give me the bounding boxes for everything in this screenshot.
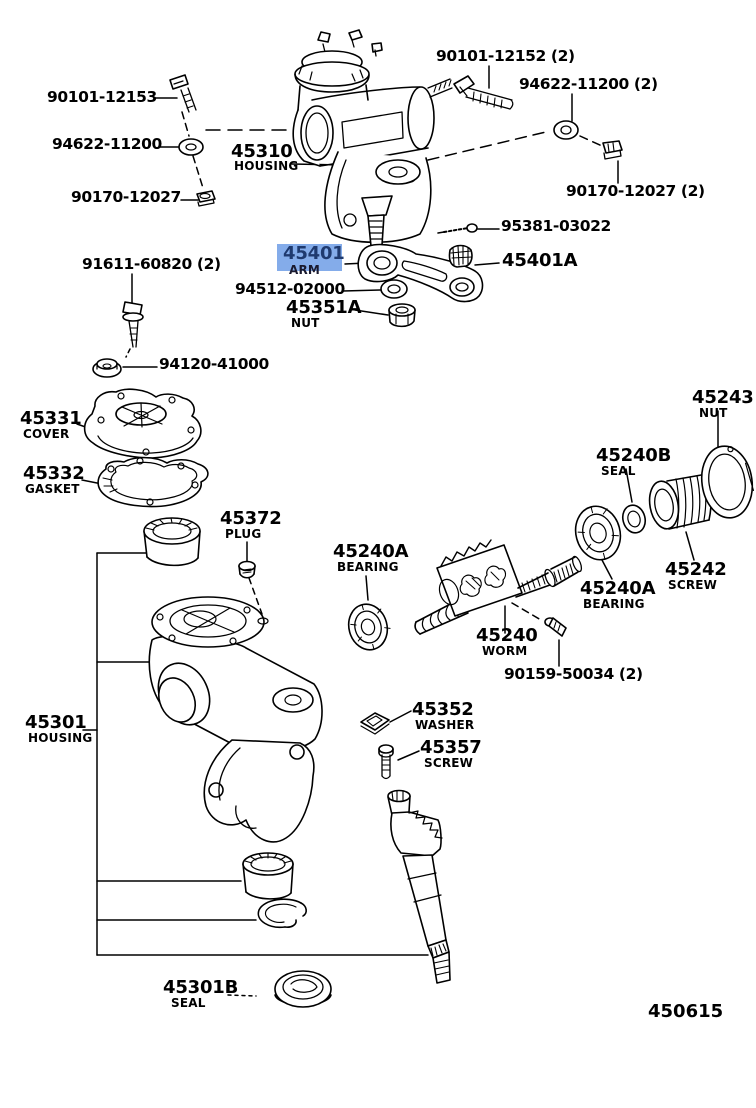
- art-45401-pitman-arm: [357, 243, 484, 303]
- selected-part-highlight: [277, 244, 342, 271]
- part-sublabel-bearing: BEARING: [583, 597, 645, 611]
- part-label-45301b[interactable]: 45301B: [163, 977, 239, 998]
- art-nut-45401a: [448, 244, 473, 268]
- art-45357-screw: [378, 744, 394, 780]
- art-screw-90159: [544, 617, 567, 637]
- part-label-45310[interactable]: 45310: [231, 141, 293, 162]
- part-label-45240[interactable]: 45240: [476, 625, 538, 646]
- art-upper-bearing: [143, 517, 201, 567]
- part-sublabel-seal: SEAL: [171, 996, 206, 1010]
- art-nut-90170-12027-left: [196, 190, 216, 207]
- art-45301-housing: [148, 596, 323, 843]
- art-45352-washer: [360, 712, 390, 735]
- part-label-45332[interactable]: 45332: [23, 463, 85, 484]
- art-nut-90170-12027-right: [602, 140, 623, 160]
- part-sublabel-nut: NUT: [291, 316, 320, 330]
- art-seal-45240b: [621, 504, 647, 534]
- part-label-45357[interactable]: 45357: [420, 737, 482, 758]
- part-label-94120-41000[interactable]: 94120-41000: [159, 355, 269, 373]
- art-bolt-91611: [122, 301, 144, 348]
- part-label-90101-12152-2[interactable]: 90101-12152 (2): [436, 47, 575, 65]
- art-bolt-90101-12153: [169, 74, 197, 113]
- bracket-lines: [82, 552, 429, 956]
- art-45240-worm: [414, 539, 583, 635]
- part-label-45351a[interactable]: 45351A: [286, 297, 362, 318]
- art-bearing-45240a-left: [347, 603, 391, 651]
- art-bearing-45240a-right: [574, 505, 622, 561]
- part-sublabel-screw: SCREW: [424, 756, 474, 770]
- part-label-95381-03022[interactable]: 95381-03022: [501, 217, 611, 235]
- part-label-90159-50034-2[interactable]: 90159-50034 (2): [504, 665, 643, 683]
- part-label-94622-11200[interactable]: 94622-11200: [52, 135, 162, 153]
- part-label-45301[interactable]: 45301: [25, 712, 87, 733]
- part-label-45243[interactable]: 45243: [692, 387, 754, 408]
- part-sublabel-worm: WORM: [482, 644, 528, 658]
- art-45310-gear-assembly: [292, 29, 453, 247]
- art-seal-45301b: [274, 970, 332, 1008]
- art-washer-94622-11200-left: [178, 138, 204, 156]
- part-label-90170-12027[interactable]: 90170-12027: [71, 188, 181, 206]
- art-sector-shaft: [387, 789, 451, 984]
- part-sublabel-gasket: GASKET: [25, 482, 80, 496]
- part-sublabel-arm: ARM: [289, 263, 321, 277]
- part-label-91611-60820-2[interactable]: 91611-60820 (2): [82, 255, 221, 273]
- art-bolt-90101-12152: [453, 75, 514, 110]
- art-snap-ring: [257, 898, 307, 929]
- dashed-lines: [125, 111, 603, 997]
- art-45331-cover: [83, 388, 202, 459]
- part-sublabel-housing: HOUSING: [234, 159, 299, 173]
- part-sublabel-cover: COVER: [23, 427, 70, 441]
- art-45372-plug: [238, 560, 256, 579]
- art-lower-bearing: [242, 852, 294, 900]
- art-nut-45351a: [388, 303, 416, 328]
- art-45332-gasket: [97, 456, 209, 508]
- part-label-45242[interactable]: 45242: [665, 559, 727, 580]
- art-washer-94512: [380, 279, 408, 299]
- part-label-45352[interactable]: 45352: [412, 699, 474, 720]
- part-sublabel-housing: HOUSING: [28, 731, 93, 745]
- part-sublabel-washer: WASHER: [415, 718, 475, 732]
- part-label-45372[interactable]: 45372: [220, 508, 282, 529]
- art-grease-fitting-95381: [437, 223, 478, 234]
- part-sublabel-screw: SCREW: [668, 578, 718, 592]
- part-sublabel-nut: NUT: [699, 406, 728, 420]
- part-label-45401a[interactable]: 45401A: [502, 250, 578, 271]
- part-label-45240a[interactable]: 45240A: [333, 541, 409, 562]
- part-label-94622-11200-2[interactable]: 94622-11200 (2): [519, 75, 658, 93]
- part-sublabel-seal: SEAL: [601, 464, 636, 478]
- art-nut-94120: [92, 358, 122, 378]
- figure-number: 450615: [648, 1001, 724, 1022]
- part-label-45401[interactable]: 45401: [283, 243, 345, 264]
- art-washer-94622-11200-right: [553, 120, 579, 140]
- part-sublabel-bearing: BEARING: [337, 560, 399, 574]
- part-label-90170-12027-2[interactable]: 90170-12027 (2): [566, 182, 705, 200]
- part-label-45240b[interactable]: 45240B: [596, 445, 672, 466]
- part-label-45331[interactable]: 45331: [20, 408, 82, 429]
- part-sublabel-plug: PLUG: [225, 527, 262, 541]
- part-label-45240a[interactable]: 45240A: [580, 578, 656, 599]
- part-label-94512-02000[interactable]: 94512-02000: [235, 280, 345, 298]
- part-label-90101-12153[interactable]: 90101-12153: [47, 88, 157, 106]
- art-45243-nut: [700, 445, 755, 519]
